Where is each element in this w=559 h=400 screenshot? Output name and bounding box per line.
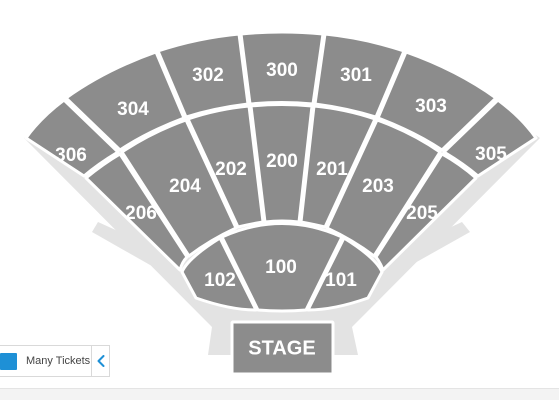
section-200[interactable] [249,103,314,224]
section-300-label: 300 [266,60,298,81]
section-206-label: 206 [125,203,157,224]
legend-swatch [0,352,17,370]
section-203-label: 203 [362,176,394,197]
section-201[interactable] [299,104,377,229]
legend-label: Many Tickets [26,355,91,367]
section-303[interactable] [376,50,498,152]
section-301-label: 301 [340,65,372,86]
section-205[interactable] [374,152,478,272]
section-305-label: 305 [475,144,507,165]
section-206[interactable] [84,152,189,272]
section-200-label: 200 [266,151,298,172]
section-305[interactable] [442,98,538,178]
section-304-label: 304 [117,99,149,120]
section-202[interactable] [186,104,265,229]
section-204-label: 204 [169,176,201,197]
section-303-label: 303 [415,96,447,117]
section-102[interactable] [180,236,258,312]
section-101-label: 101 [325,270,357,291]
section-302[interactable] [156,32,250,119]
section-301[interactable] [313,32,406,119]
section-101[interactable] [306,236,384,312]
section-205-label: 205 [406,203,438,224]
section-306[interactable] [24,98,120,178]
section-300[interactable] [239,30,325,106]
bottom-bar [0,388,559,400]
legend-collapse-button[interactable] [91,346,109,376]
chevron-left-icon [97,355,104,367]
section-102-label: 102 [204,270,236,291]
section-302-label: 302 [192,65,224,86]
section-203[interactable] [325,118,442,258]
section-100[interactable] [220,222,344,313]
venue-outline-wing-left [92,222,186,282]
legend-panel: Many Tickets [0,345,110,377]
stage [230,320,335,376]
stage-label: STAGE [248,337,315,359]
venue-outline-wing-right [375,222,470,282]
section-204[interactable] [120,118,238,258]
section-201-label: 201 [316,159,348,180]
section-306-label: 306 [55,145,87,166]
section-100-label: 100 [265,257,297,278]
section-304[interactable] [64,50,186,152]
section-202-label: 202 [215,159,247,180]
